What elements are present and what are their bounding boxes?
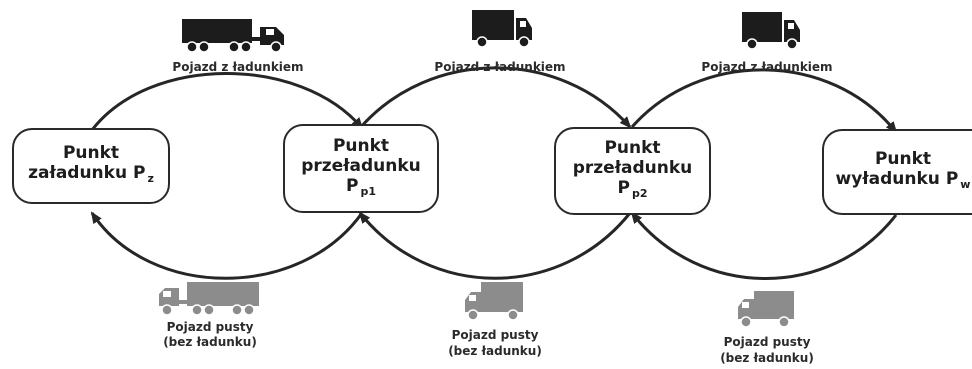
- empty-label-2-line1: Pojazd pusty: [451, 328, 539, 342]
- empty-label-1-line2: (bez ładunku): [163, 335, 257, 349]
- loaded-label-3: Pojazd z ładunkiem: [701, 60, 833, 74]
- node-transship1-sub: p1: [360, 184, 376, 198]
- node-transship2-line3: P: [617, 178, 630, 198]
- truck-icon: [742, 12, 800, 50]
- node-unloading-line1: Punkt: [874, 149, 932, 169]
- node-loading-line1: Punkt: [62, 143, 120, 163]
- loaded-label-2: Pojazd z ładunkiem: [434, 60, 566, 74]
- empty-label-2-line2: (bez ładunku): [448, 344, 542, 358]
- truck-with-trailer-icon: [182, 19, 284, 53]
- node-transship1-line1: Punkt: [332, 135, 390, 156]
- node-transship2-line2: przeładunku: [572, 158, 693, 178]
- truck-icon: [465, 282, 523, 321]
- empty-arrow-1: [90, 211, 364, 280]
- empty-arrow-2: [358, 211, 632, 280]
- empty-arrow-3: [630, 211, 898, 280]
- truck-icon: [738, 291, 794, 328]
- node-loading-line2: załadunku P: [28, 163, 146, 183]
- node-unloading-line2: wyładunku P: [835, 169, 959, 189]
- loaded-arrow-3: [630, 68, 898, 134]
- loaded-arrow-1: [90, 72, 364, 131]
- empty-label-3-line2: (bez ładunku): [720, 351, 814, 365]
- loaded-arrow-2: [358, 66, 632, 129]
- node-unloading-sub: w: [960, 178, 971, 191]
- node-transship1-line3: P: [346, 175, 359, 196]
- node-loading-sub: z: [147, 172, 154, 185]
- empty-label-1-line1: Pojazd pusty: [166, 320, 254, 334]
- empty-label-3-line1: Pojazd pusty: [723, 335, 811, 349]
- node-transship1-line2: przeładunku: [301, 155, 421, 176]
- node-transship2-sub: p2: [631, 187, 648, 200]
- loaded-label-1: Pojazd z ładunkiem: [172, 60, 304, 74]
- node-transship2-line1: Punkt: [604, 138, 661, 158]
- truck-icon: [472, 10, 532, 48]
- truck-with-trailer-icon: [159, 282, 259, 316]
